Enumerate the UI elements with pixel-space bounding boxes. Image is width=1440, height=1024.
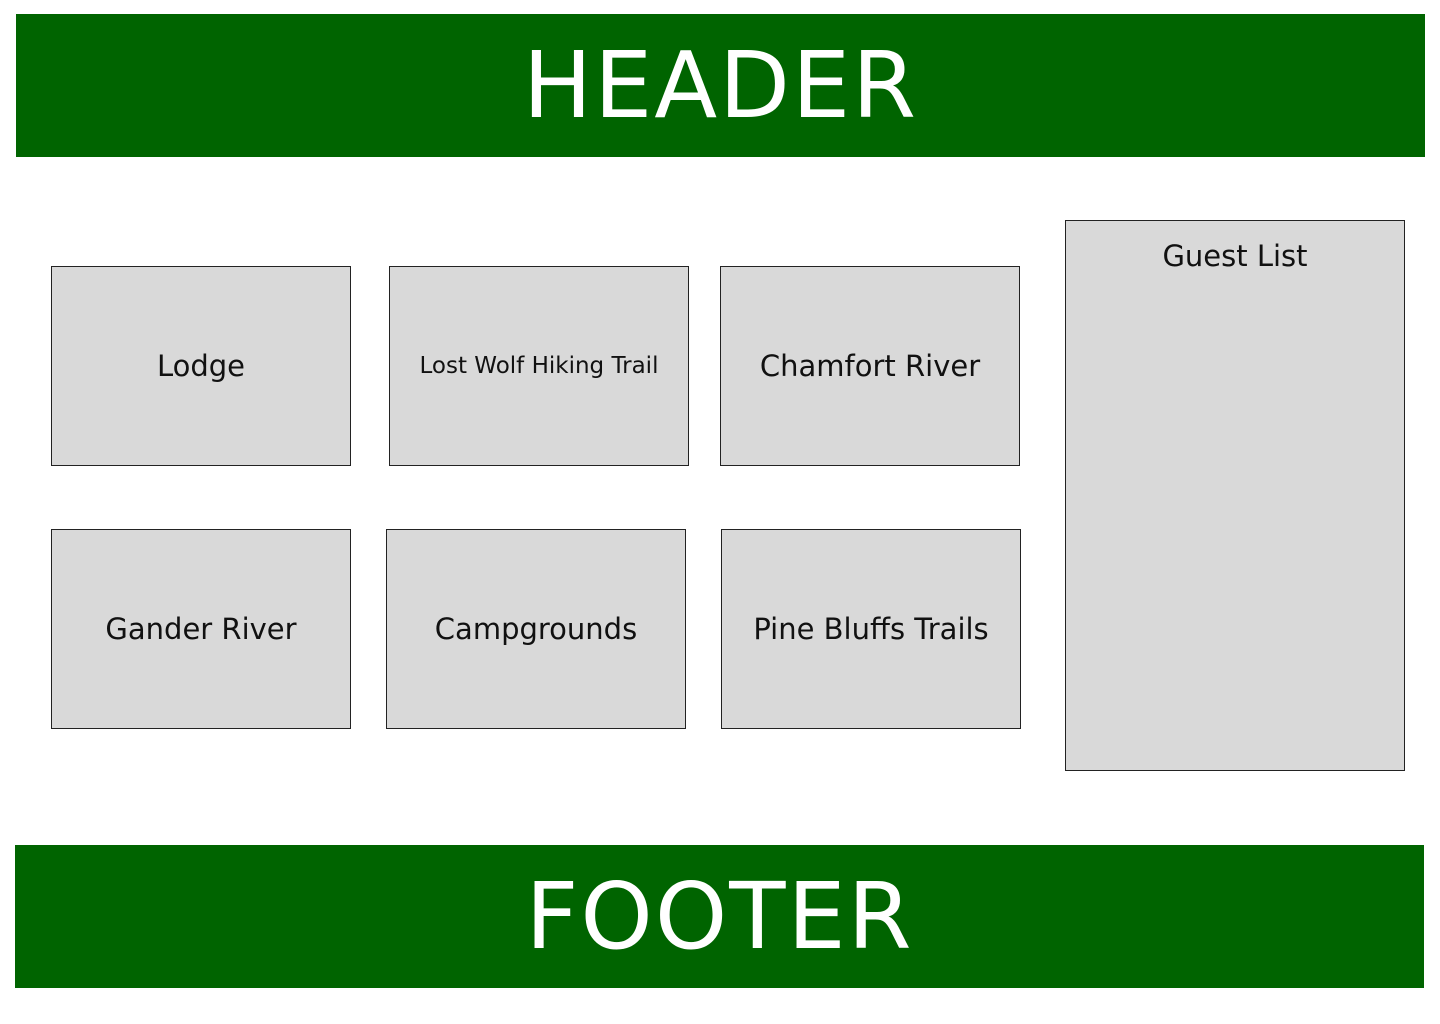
guest-list-title: Guest List (1162, 239, 1308, 273)
guest-list-panel: Guest List (1065, 220, 1405, 771)
header-banner: HEADER (16, 14, 1425, 157)
location-label: Campgrounds (434, 612, 638, 646)
location-label: Lost Wolf Hiking Trail (419, 353, 659, 379)
location-card-chamfort-river[interactable]: Chamfort River (720, 266, 1020, 466)
location-label: Chamfort River (759, 349, 981, 383)
footer-label: FOOTER (525, 862, 914, 970)
location-label: Pine Bluffs Trails (753, 612, 989, 646)
location-label: Lodge (156, 349, 246, 383)
location-label: Gander River (105, 612, 297, 646)
location-card-gander-river[interactable]: Gander River (51, 529, 351, 729)
header-label: HEADER (522, 31, 919, 139)
location-card-pine-bluffs-trails[interactable]: Pine Bluffs Trails (721, 529, 1021, 729)
location-card-lodge[interactable]: Lodge (51, 266, 351, 466)
location-card-lost-wolf-hiking-trail[interactable]: Lost Wolf Hiking Trail (389, 266, 689, 466)
location-card-campgrounds[interactable]: Campgrounds (386, 529, 686, 729)
footer-banner: FOOTER (15, 845, 1424, 988)
